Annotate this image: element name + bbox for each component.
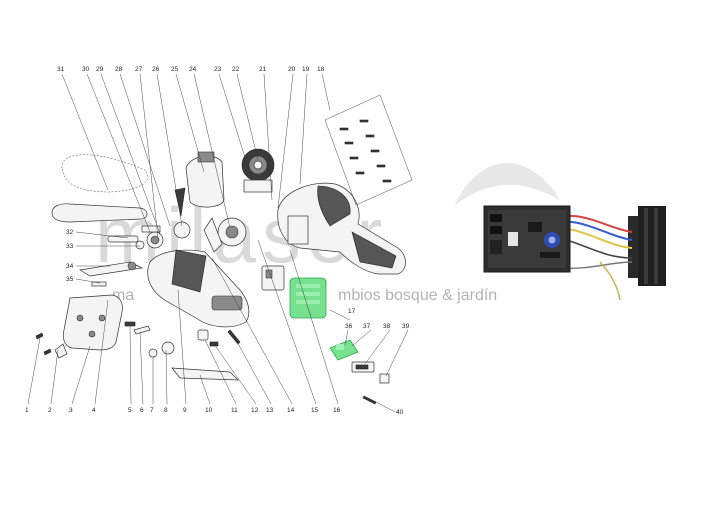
controller-highlighted: [289, 277, 327, 319]
callout-3: 3: [69, 407, 73, 414]
callout-1: 1: [25, 407, 29, 414]
callout-35: 35: [66, 276, 74, 283]
guide-bar: [51, 203, 148, 223]
callout-29: 29: [96, 66, 104, 73]
callout-22: 22: [232, 66, 240, 73]
callout-34: 34: [66, 263, 74, 270]
housing-left-half: [147, 249, 250, 328]
callout-27: 27: [135, 66, 143, 73]
callout-15: 15: [311, 407, 319, 414]
callout-32: 32: [66, 229, 74, 236]
callout-26: 26: [152, 66, 160, 73]
callout-17: 17: [348, 308, 356, 315]
callout-12: 12: [251, 407, 259, 414]
callout-33: 33: [66, 243, 74, 250]
callout-31: 31: [57, 66, 65, 73]
callout-10: 10: [205, 407, 213, 414]
callout-36: 36: [345, 323, 353, 330]
callout-25: 25: [171, 66, 179, 73]
side-cover: [62, 294, 123, 351]
callout-7: 7: [150, 407, 154, 414]
connector-highlighted: [329, 339, 359, 361]
screw-set: [324, 94, 413, 206]
callout-14: 14: [287, 407, 295, 414]
callout-2: 2: [48, 407, 52, 414]
callout-21: 21: [259, 66, 267, 73]
callout-18: 18: [317, 66, 325, 73]
leader-lines: [27, 73, 409, 413]
callout-5: 5: [128, 407, 132, 414]
oil-tank: [185, 151, 225, 208]
callout-16: 16: [333, 407, 341, 414]
callout-28: 28: [115, 66, 123, 73]
callout-40: 40: [396, 409, 404, 416]
callout-30: 30: [82, 66, 90, 73]
callout-37: 37: [363, 323, 371, 330]
callout-4: 4: [92, 407, 96, 414]
right-small-parts: [351, 361, 390, 405]
controller-board-photo: [483, 205, 666, 301]
callout-38: 38: [383, 323, 391, 330]
screws-left: [35, 332, 68, 359]
callout-19: 19: [302, 66, 310, 73]
callout-20: 20: [288, 66, 296, 73]
callout-24: 24: [189, 66, 197, 73]
gear-housing: [203, 217, 247, 253]
callout-13: 13: [266, 407, 274, 414]
callout-8: 8: [164, 407, 168, 414]
watermark-leaf-icon: [455, 163, 560, 205]
callout-6: 6: [140, 407, 144, 414]
rear-small-parts: [78, 235, 145, 287]
callout-9: 9: [183, 407, 187, 414]
callout-23: 23: [214, 66, 222, 73]
callout-11: 11: [231, 407, 238, 414]
callout-labels: 31 30 29 28 27 26 25 24 23 22 21 20 19 1…: [25, 66, 410, 416]
saw-chain: [61, 154, 149, 193]
callout-39: 39: [402, 323, 410, 330]
switch-module: [261, 265, 285, 291]
sprocket-assembly: [141, 187, 191, 249]
watermark-tagline-right: mbios bosque & jardín: [338, 287, 497, 304]
housing-right-half: [277, 182, 406, 275]
